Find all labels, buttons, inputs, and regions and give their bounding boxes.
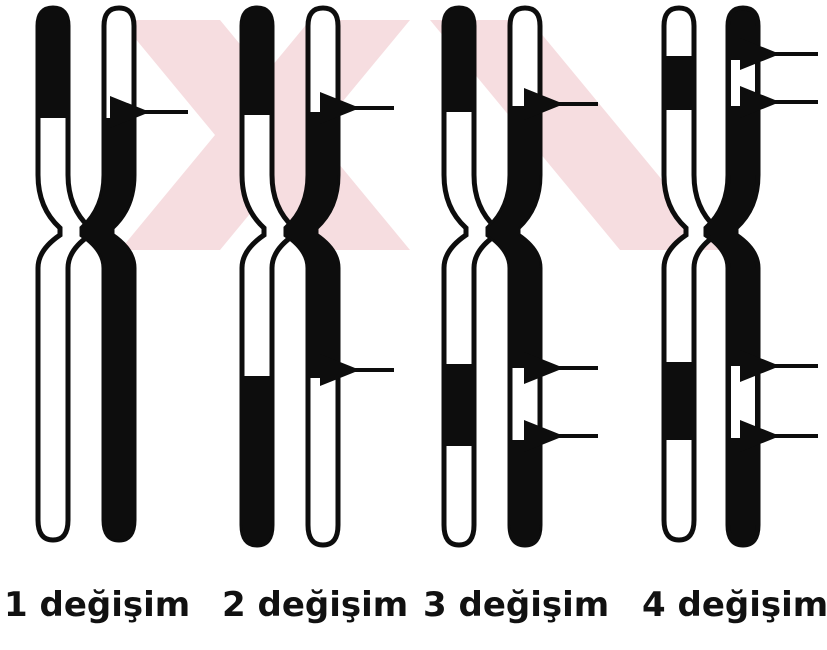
caption-panel-3: 3 değişim: [423, 585, 609, 625]
caption-panel-2: 2 değişim: [222, 585, 408, 625]
caption-panel-4: 4 değişim: [642, 585, 827, 625]
panel-4: [664, 8, 818, 545]
caption-panel-1: 1 değişim: [4, 585, 190, 625]
watermark: [120, 20, 720, 250]
panel-1: [38, 8, 188, 540]
panel-2: [242, 8, 394, 545]
